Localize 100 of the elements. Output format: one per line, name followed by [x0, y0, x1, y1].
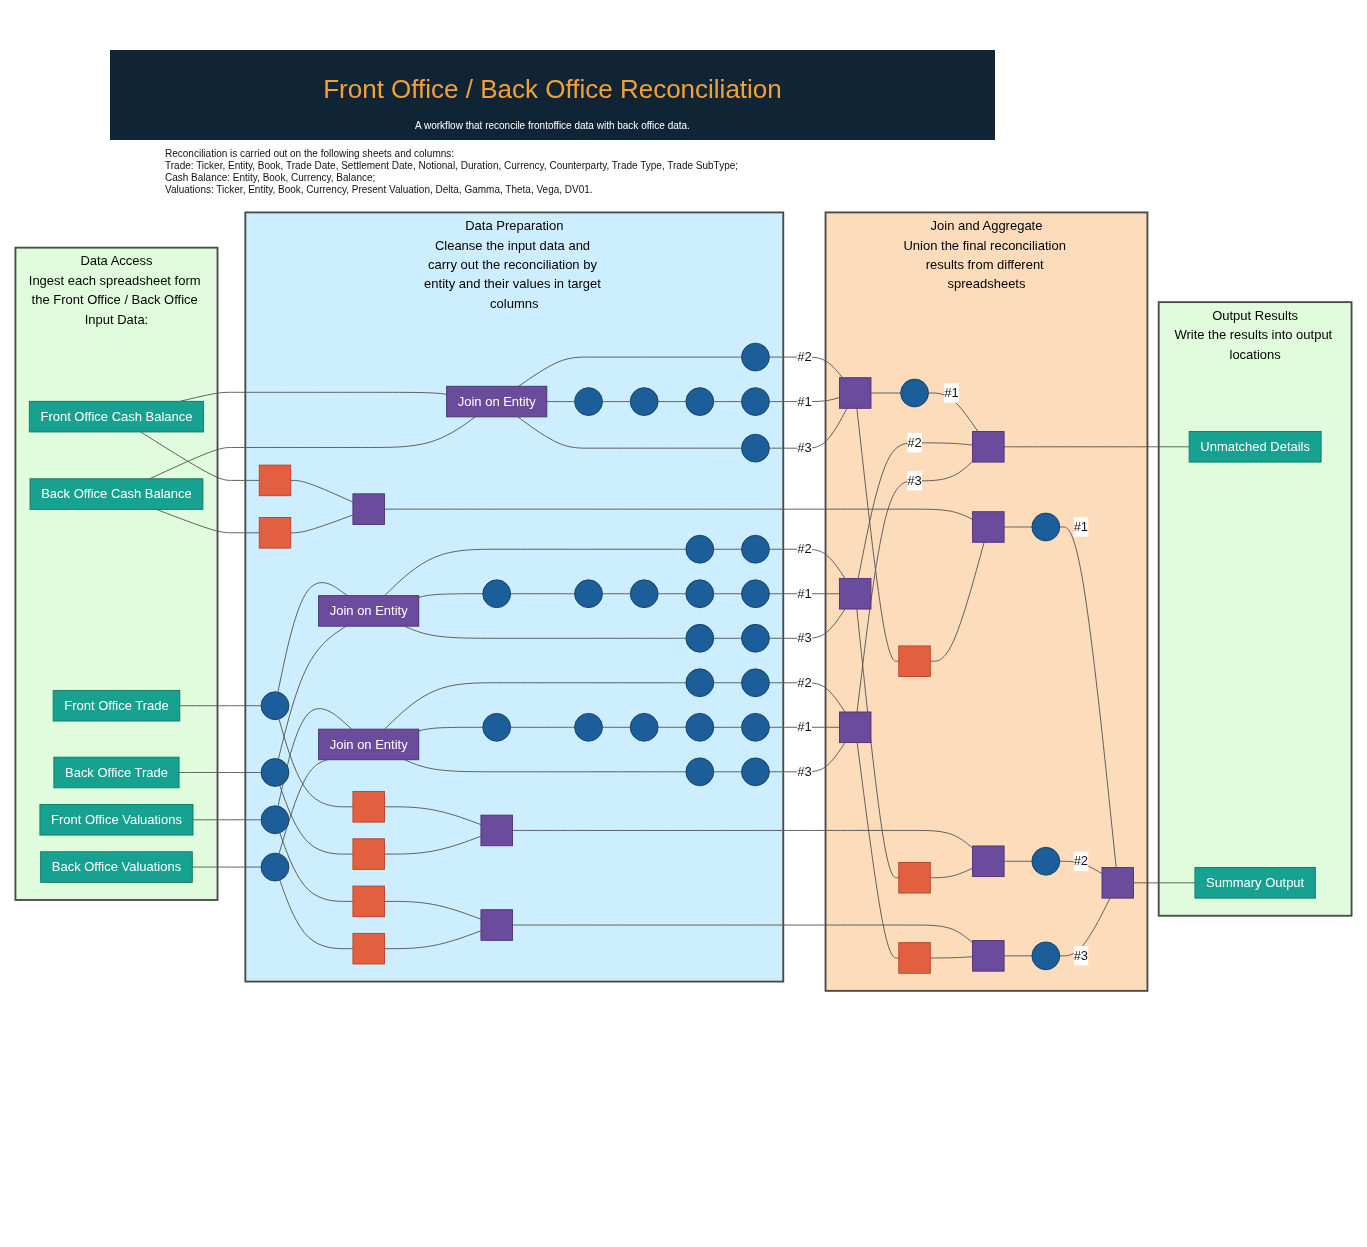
connector — [179, 705, 262, 707]
connector — [510, 593, 576, 595]
node-circle — [260, 852, 290, 882]
edge-label: #2 — [1073, 853, 1089, 869]
connector — [384, 835, 482, 855]
node-box — [838, 578, 872, 610]
node-circle — [574, 579, 603, 609]
node-box: Front Office Cash Balance — [28, 400, 205, 433]
connector — [384, 508, 974, 520]
node-circle — [741, 342, 770, 372]
connector — [768, 548, 846, 579]
connector — [404, 759, 687, 773]
edge-label: #2 — [907, 434, 922, 450]
connector — [856, 608, 900, 879]
connector — [517, 416, 742, 449]
node-circle — [1031, 512, 1061, 542]
connector — [277, 625, 347, 760]
connector — [279, 785, 354, 855]
connector — [1133, 882, 1196, 884]
node-circle — [741, 433, 770, 463]
node-circle — [741, 579, 770, 609]
connector — [870, 392, 902, 394]
connector — [512, 924, 974, 944]
node-circle — [741, 623, 770, 653]
edge-label: #2 — [797, 674, 812, 690]
edge-label: #2 — [797, 349, 812, 365]
node-box: Join on Entity — [318, 595, 420, 627]
connector — [384, 806, 482, 826]
connector — [418, 593, 484, 598]
node-box: Join on Entity — [318, 728, 420, 761]
connector — [713, 637, 742, 639]
connector — [602, 593, 631, 595]
node-box — [972, 511, 1005, 543]
node-circle — [741, 534, 770, 564]
node-box — [480, 909, 513, 941]
node-circle — [1031, 846, 1061, 876]
node-circle — [741, 387, 770, 416]
connector — [713, 682, 742, 684]
connector — [290, 514, 354, 534]
connector — [1003, 955, 1033, 957]
connector — [384, 900, 482, 920]
connector — [768, 608, 846, 639]
node-circle — [685, 623, 715, 653]
node-circle — [482, 579, 512, 609]
connector — [140, 431, 260, 481]
connector — [178, 772, 262, 773]
node-box — [352, 493, 385, 525]
node-box — [898, 645, 931, 677]
connector — [657, 401, 687, 403]
edge-label: #2 — [797, 541, 812, 557]
connector — [856, 407, 900, 662]
edge-label: #3 — [797, 440, 812, 456]
connector — [713, 593, 742, 595]
node-box — [838, 711, 872, 744]
connector — [713, 726, 742, 728]
connector — [713, 771, 742, 773]
connector — [384, 930, 482, 950]
connector — [857, 442, 974, 579]
node-circle — [629, 579, 659, 609]
node-box: Front Office Valuations — [39, 804, 194, 836]
node-circle — [900, 378, 929, 408]
node-box — [972, 940, 1005, 972]
connector — [290, 479, 354, 503]
node-circle — [685, 534, 715, 564]
node-circle — [260, 691, 290, 721]
connector — [856, 742, 900, 959]
connector — [856, 460, 974, 713]
node-circle — [685, 668, 715, 698]
connector — [929, 956, 974, 959]
node-box — [898, 942, 931, 974]
node-box: Back Office Cash Balance — [29, 478, 204, 510]
connector — [602, 401, 631, 403]
edge-label: #3 — [797, 630, 812, 646]
node-circle — [685, 712, 715, 742]
connector — [928, 392, 979, 432]
connector — [192, 819, 262, 821]
note-text: Cash Balance: Entity, Book, Currency, Balance; — [165, 172, 376, 184]
connector — [929, 867, 974, 879]
node-box — [898, 861, 931, 894]
node-box — [352, 838, 385, 870]
connector — [768, 397, 840, 403]
node-circle — [482, 712, 512, 742]
connector — [713, 548, 742, 550]
connector — [602, 726, 631, 728]
node-box: Back Office Valuations — [40, 851, 193, 883]
node-circle — [1031, 941, 1061, 971]
node-box: Join on Entity — [446, 385, 548, 418]
node-box — [480, 814, 513, 847]
connector — [929, 541, 985, 662]
node-box — [838, 377, 872, 409]
note-text: Valuations: Ticker, Entity, Book, Currency, Present Valuation, Delta, Gamma, Theta, Vega, DV01. — [165, 184, 593, 196]
connector — [512, 830, 974, 849]
connector — [191, 866, 262, 868]
node-box: Front Office Trade — [52, 689, 181, 722]
connector — [149, 416, 476, 480]
node-circle — [741, 712, 770, 742]
title: Front Office / Back Office Reconciliation — [322, 74, 783, 105]
edge-label: #3 — [797, 763, 812, 779]
edge-label: #3 — [1073, 947, 1089, 963]
edge-label: #1 — [797, 719, 812, 735]
